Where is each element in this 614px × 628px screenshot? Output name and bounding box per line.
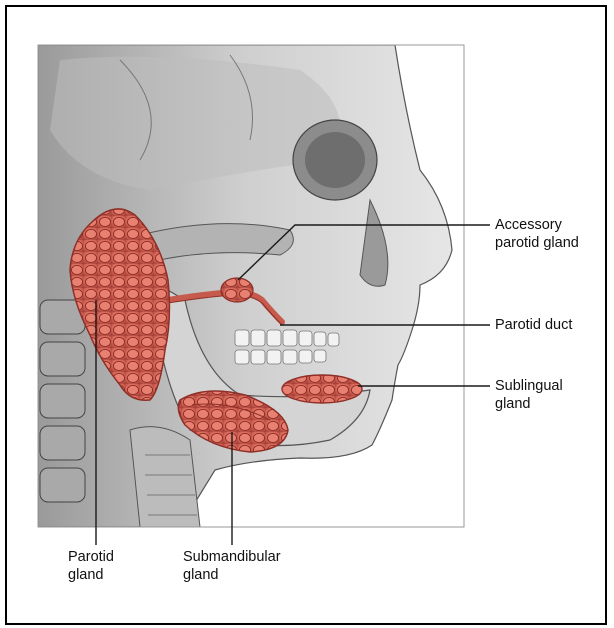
label-submandibular-gland: Submandibular gland xyxy=(183,548,281,584)
label-accessory-parotid-gland: Accessory parotid gland xyxy=(495,216,579,252)
label-parotid-gland: Parotid gland xyxy=(68,548,114,584)
sublingual-gland xyxy=(282,375,362,403)
label-parotid-duct: Parotid duct xyxy=(495,316,572,334)
accessory-parotid-gland xyxy=(221,278,253,302)
cervical-spine xyxy=(40,300,85,502)
label-sublingual-gland: Sublingual gland xyxy=(495,377,563,413)
